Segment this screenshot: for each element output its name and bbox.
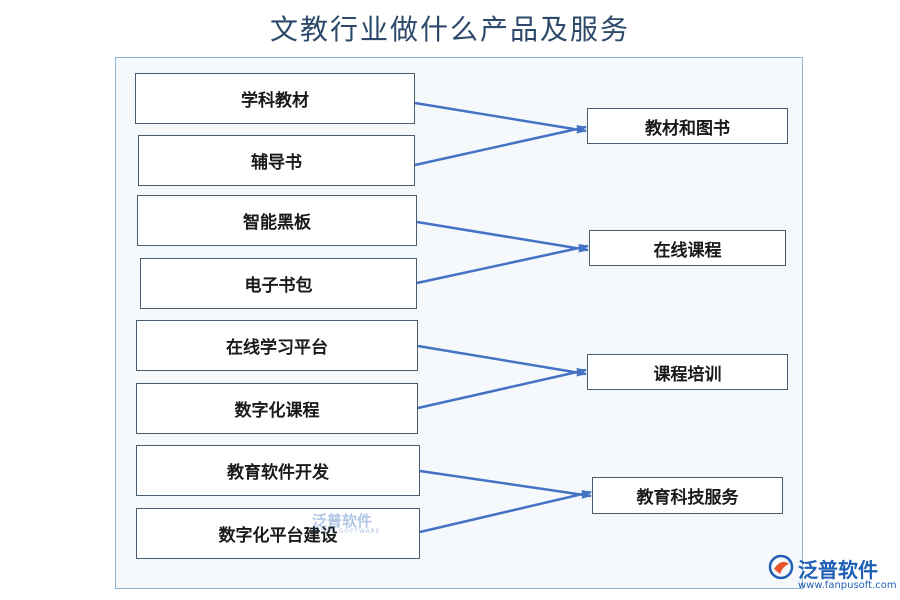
arrow-7 [419,469,592,499]
source-box-tutoring-books: 辅导书 [138,135,415,186]
source-box-online-learning-platform: 在线学习平台 [136,320,418,371]
arrow-3 [416,220,589,253]
brand-logo: 泛普软件 www.fanpusoft.com [768,552,897,598]
diagram-title: 文教行业做什么产品及服务 [269,13,630,46]
source-box-edu-software-dev: 教育软件开发 [136,445,420,496]
target-box-edtech-services: 教育科技服务 [592,477,783,514]
arrow-8 [419,490,592,534]
target-box-textbooks-and-books: 教材和图书 [587,108,788,144]
source-box-digital-platform-building: 数字化平台建设 [136,508,420,559]
logo-name: 泛普软件 [798,558,878,582]
arrow-1 [414,101,587,134]
arrow-4 [416,243,589,285]
watermark: 泛普软件 FANPU SOFTWARE [312,512,381,535]
source-box-e-schoolbag: 电子书包 [140,258,417,309]
target-box-course-training: 课程培训 [587,354,788,390]
fanpu-logo-icon [768,554,794,580]
source-box-smart-blackboard: 智能黑板 [137,195,417,246]
arrow-5 [417,344,587,377]
source-box-digital-courses: 数字化课程 [136,383,418,434]
target-box-online-courses: 在线课程 [589,230,786,266]
source-box-subject-textbooks: 学科教材 [135,73,415,124]
arrow-2 [414,125,587,167]
logo-url: www.fanpusoft.com [798,580,897,591]
arrow-6 [417,368,587,410]
